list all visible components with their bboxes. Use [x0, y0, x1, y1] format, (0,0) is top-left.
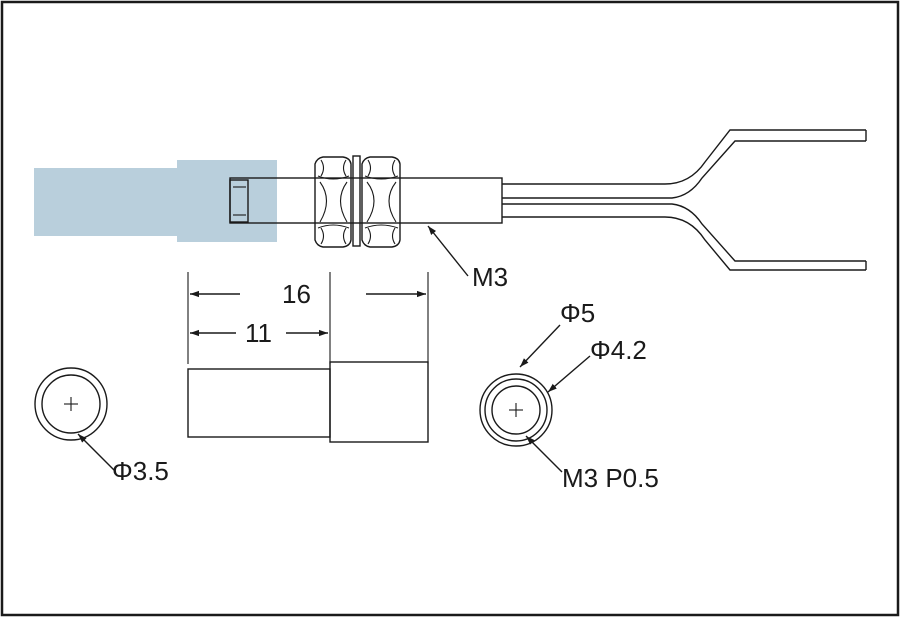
label-middle-diameter: Φ4.2 [590, 335, 647, 365]
cable [502, 129, 867, 271]
circle-inner [491, 385, 541, 435]
highlight-left [34, 168, 179, 236]
hex-nut-right [361, 156, 401, 248]
dimension-lines: 16 11 [187, 272, 429, 364]
left-end-view: Φ3.5 [34, 367, 169, 486]
circle-outer [479, 373, 553, 447]
label-end-thread: M3 P0.5 [562, 463, 659, 493]
dim-section-length: 11 [245, 318, 272, 348]
highlight-right [177, 160, 277, 242]
profile-thin-section [187, 368, 331, 438]
dim-overall-length: 16 [282, 279, 311, 309]
right-end-view: Φ5 Φ4.2 M3 P0.5 [479, 298, 659, 493]
label-body-thread: M3 [472, 262, 508, 292]
end-circle-outer [34, 367, 108, 441]
label-outer-diameter: Φ5 [560, 298, 595, 328]
sensor-body-side-view [229, 155, 503, 248]
circle-middle [484, 378, 548, 442]
highlight-region [34, 160, 277, 242]
sensor-side-profile [187, 361, 429, 443]
profile-thick-section [329, 361, 429, 443]
hex-nut-left [314, 156, 352, 248]
end-circle-inner [41, 374, 101, 434]
washer [352, 155, 361, 247]
callout-body-thread: M3 [427, 225, 508, 292]
sensor-tip [229, 179, 249, 223]
label-left-end-diameter: Φ3.5 [112, 456, 169, 486]
